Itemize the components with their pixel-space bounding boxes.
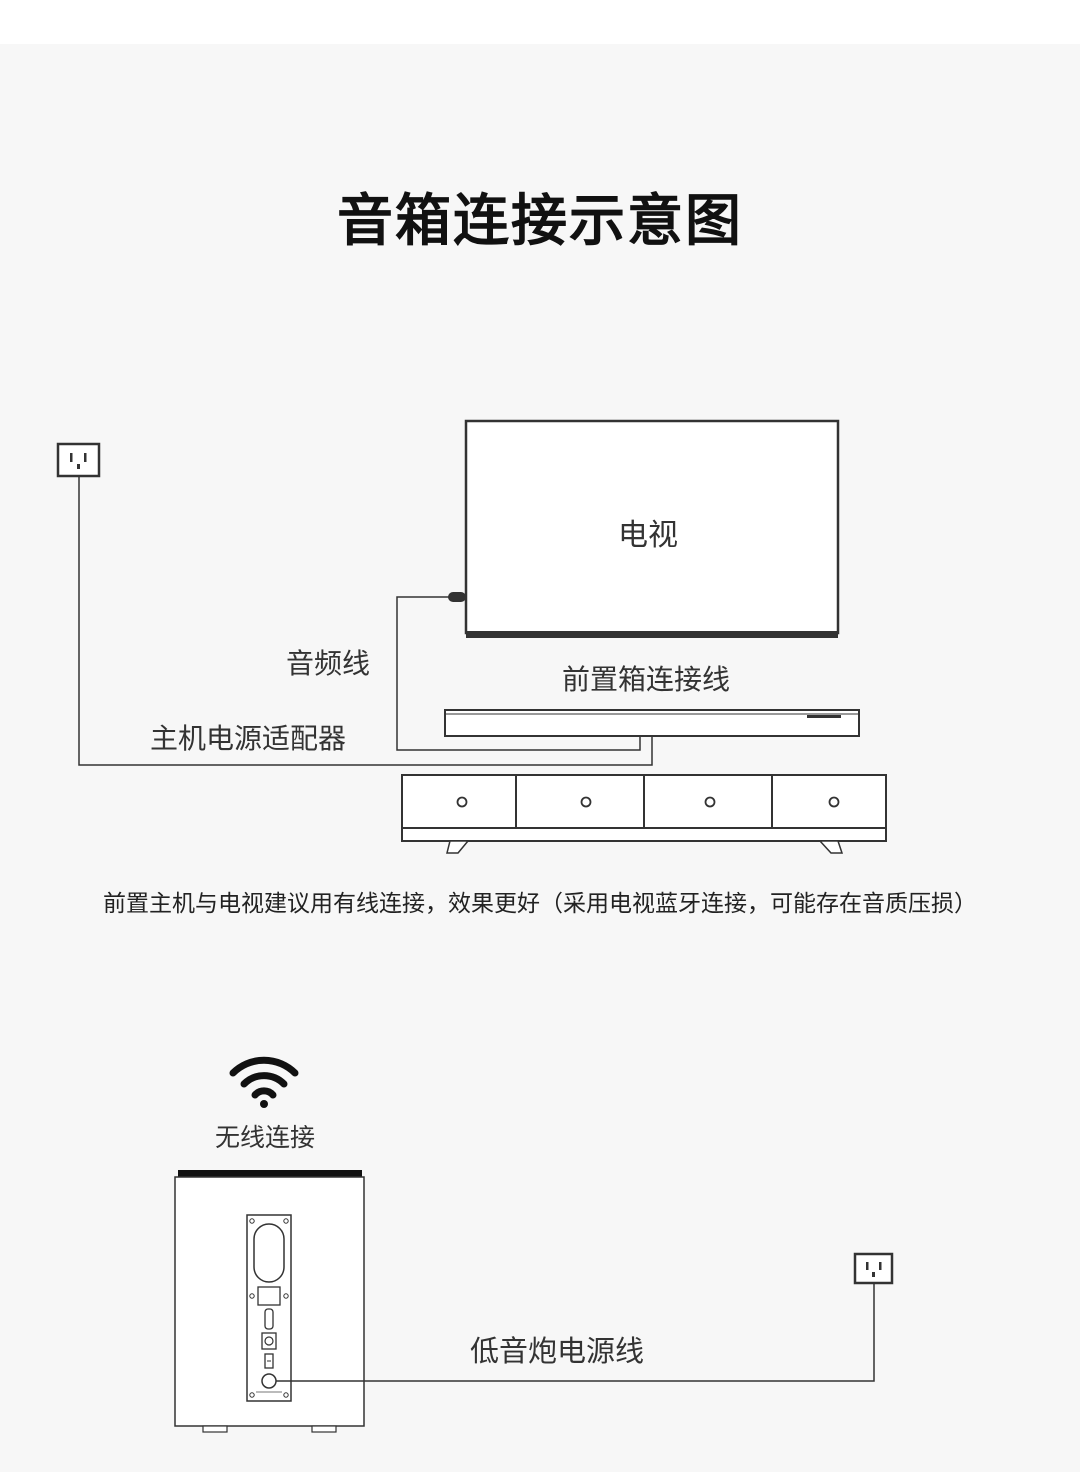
audio-plug bbox=[448, 592, 466, 602]
subwoofer-power-cable bbox=[276, 1284, 875, 1382]
front-speaker-cable-label: 前置箱连接线 bbox=[562, 663, 731, 696]
tv-cabinet bbox=[401, 774, 887, 854]
subwoofer-power-cable-label: 低音炮电源线 bbox=[470, 1334, 645, 1368]
audio-cable-label: 音频线 bbox=[286, 647, 371, 680]
host-power-adapter-label: 主机电源适配器 bbox=[150, 722, 347, 755]
connection-note: 前置主机与电视建议用有线连接，效果更好（采用电视蓝牙连接，可能存在音质压损） bbox=[103, 891, 977, 917]
subwoofer bbox=[174, 1170, 365, 1433]
wireless-label: 无线连接 bbox=[214, 1123, 315, 1152]
audio-cable bbox=[396, 596, 641, 751]
tv-label: 电视 bbox=[618, 518, 678, 553]
power-outlet-icon bbox=[853, 1252, 894, 1285]
page-title: 音箱连接示意图 bbox=[337, 189, 743, 254]
wifi-icon bbox=[229, 1056, 299, 1108]
soundbar bbox=[444, 709, 860, 737]
tv bbox=[464, 419, 840, 638]
power-outlet-icon bbox=[56, 442, 101, 478]
host-power-cable bbox=[78, 476, 653, 766]
top-bar bbox=[0, 0, 1080, 44]
